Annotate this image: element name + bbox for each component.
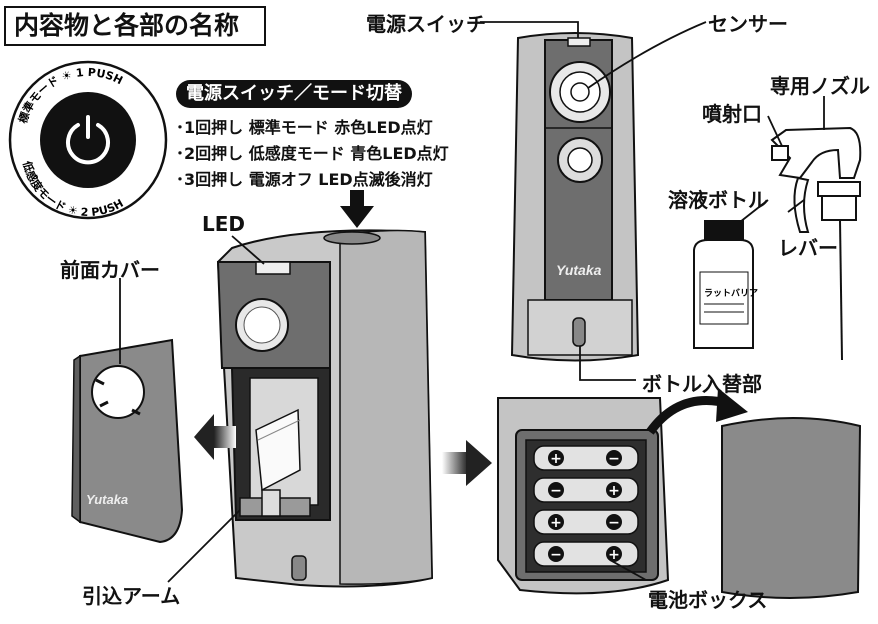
mode-switch-heading: 電源スイッチ／モード切替 [176,80,412,108]
solution-bottle: ラットバリア [693,220,758,349]
label-front-cover: 前面カバー [60,258,160,282]
bottle-label-text: ラットバリア [704,288,758,299]
polarity-glyph: − [608,515,620,531]
label-solution-bottle: 溶液ボトル [668,188,768,212]
page-title: 内容物と各部の名称 [4,6,266,46]
label-nozzle-outlet: 噴射口 [702,102,762,126]
arrow-left-icon [194,414,236,460]
battery-cells: + − − + + − − + [533,445,639,567]
power-button-diagram [8,60,168,220]
main-unit-closed: Yutaka [510,32,640,362]
polarity-glyph: + [608,483,620,499]
polarity-glyph: − [550,483,562,499]
mode-line-3: ･3回押し 電源オフ LED点滅後消灯 [176,170,433,189]
leader-lines [119,21,825,583]
press-arrow-icon [340,190,374,228]
label-lever: レバー [778,236,838,260]
polarity-glyph: − [608,451,620,467]
label-nozzle: 専用ノズル [770,74,870,98]
plus-icon [548,514,564,530]
minus-icon [548,482,564,498]
curved-arrow-icon [646,388,748,435]
minus-icon [606,450,622,466]
polarity-glyph: + [608,547,620,563]
mode-line-2: ･2回押し 低感度モード 青色LED点灯 [176,144,449,163]
arrow-right-icon [442,440,492,486]
plus-icon [548,450,564,466]
label-pull-arm: 引込アーム [82,584,181,608]
power-icon [66,115,110,165]
label-power-switch: 電源スイッチ [366,12,486,36]
minus-icon [606,514,622,530]
plus-icon [606,482,622,498]
spray-nozzle [770,126,862,361]
polarity-glyph: + [550,451,562,467]
label-led: LED [202,212,246,236]
polarity-glyph: + [550,515,562,531]
svg-text:Yutaka: Yutaka [556,262,602,278]
main-unit-open [216,229,434,588]
label-sensor: センサー [708,12,788,36]
battery-cover [721,417,862,599]
label-bottle-bay: ボトル入替部 [642,372,762,396]
svg-text:Yutaka: Yutaka [86,492,128,507]
front-cover: Yutaka [71,338,184,544]
minus-icon [548,546,564,562]
mode-line-1: ･1回押し 標準モード 赤色LED点灯 [176,118,433,137]
label-battery-box: 電池ボックス [648,588,768,612]
plus-icon [606,546,622,562]
polarity-glyph: − [550,547,562,563]
